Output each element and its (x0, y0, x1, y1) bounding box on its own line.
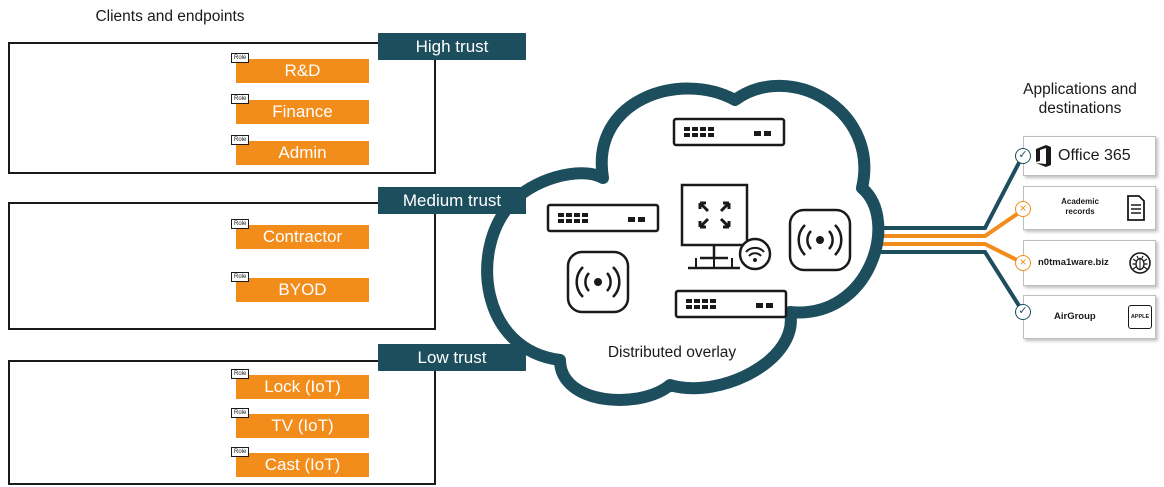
role-tag: Role (231, 135, 250, 145)
role-tag: Role (231, 219, 250, 229)
gateway-icon (680, 183, 772, 271)
low-trust-label: Low trust (378, 344, 526, 371)
bug-icon (1129, 252, 1151, 274)
role-bar-contractor: Contractor (236, 225, 369, 249)
role-tag: Role (231, 447, 250, 457)
medium-trust-group (8, 202, 436, 330)
high-trust-group (8, 42, 436, 174)
blocked-x-icon: × (1015, 255, 1031, 271)
app-name: n0tma1ware.biz (1038, 257, 1109, 268)
role-tag: Role (231, 94, 250, 104)
role-tag: Role (231, 369, 250, 379)
app-card-academic-records: Academic records (1023, 186, 1156, 230)
medium-trust-label: Medium trust (378, 187, 526, 214)
switch-left-icon (546, 203, 660, 233)
app-card-office365: Office 365 (1023, 136, 1156, 176)
role-bar-lock-iot: Lock (IoT) (236, 375, 369, 399)
document-icon (1127, 195, 1145, 221)
allowed-check-icon: ✓ (1015, 148, 1031, 164)
role-bar-tv-iot: TV (IoT) (236, 414, 369, 438)
app-card-n0tma1ware: n0tma1ware.biz (1023, 240, 1156, 286)
switch-bottom-icon (674, 289, 788, 319)
cloud-label: Distributed overlay (607, 344, 737, 361)
apple-icon: APPLE (1128, 305, 1152, 329)
apps-heading: Applications and destinations (1023, 81, 1137, 117)
office-logo-icon (1034, 145, 1052, 167)
role-tag: Role (231, 408, 250, 418)
low-trust-group (8, 360, 436, 485)
blocked-x-icon: × (1015, 201, 1031, 217)
role-tag: Role (231, 53, 250, 63)
app-links (858, 154, 1025, 314)
allowed-check-icon: ✓ (1015, 304, 1031, 320)
app-name: Academic records (1061, 197, 1099, 216)
app-name: Office 365 (1058, 147, 1131, 164)
switch-top-icon (672, 117, 786, 147)
access-point-right-icon (788, 208, 852, 272)
role-bar-byod: BYOD (236, 278, 369, 302)
role-bar-admin: Admin (236, 141, 369, 165)
role-bar-finance: Finance (236, 100, 369, 124)
app-card-airgroup: AirGroup APPLE (1023, 295, 1156, 339)
clients-heading: Clients and endpoints (95, 8, 245, 25)
app-name: AirGroup (1054, 311, 1096, 322)
role-bar-rnd: R&D (236, 59, 369, 83)
role-bar-cast-iot: Cast (IoT) (236, 453, 369, 477)
role-tag: Role (231, 272, 250, 282)
access-point-left-icon (566, 250, 630, 314)
high-trust-label: High trust (378, 33, 526, 60)
